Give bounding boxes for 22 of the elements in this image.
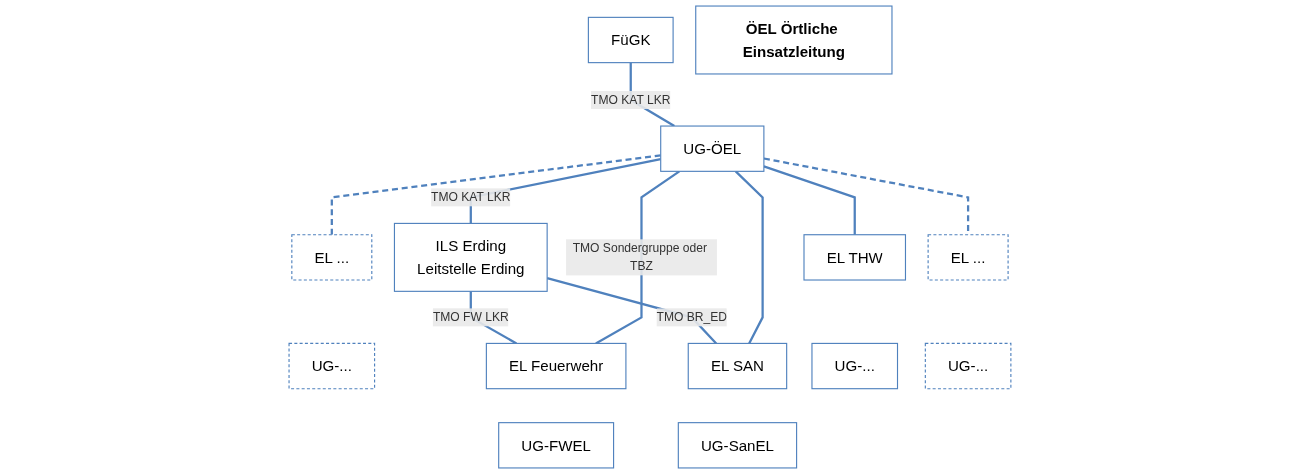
edge-label: TMO KAT LKR <box>591 93 671 107</box>
node-box: UG-ÖEL <box>660 125 765 172</box>
node-box: ÖEL Örtliche Einsatzleitung <box>695 5 893 75</box>
connector <box>763 157 970 235</box>
edge-label: TMO BR_ED <box>656 310 728 324</box>
edge-label: TMO Sondergruppe oder TBZ <box>572 241 707 273</box>
node-box: EL THW <box>803 234 907 281</box>
node-box: UG-FWEL <box>498 422 615 469</box>
node-box: FüGK <box>587 16 674 64</box>
node-box: UG-... <box>924 342 1012 390</box>
node-box: EL ... <box>927 234 1009 281</box>
edge-label: TMO FW LKR <box>432 310 509 324</box>
node-box: EL ... <box>291 234 373 281</box>
node-box: UG-... <box>288 342 376 390</box>
node-box: EL Feuerwehr <box>485 342 627 390</box>
node-box: UG-... <box>811 342 899 390</box>
node-box: UG-SanEL <box>677 422 798 469</box>
connector <box>734 170 764 344</box>
node-box: EL SAN <box>687 342 788 390</box>
connector <box>763 165 856 235</box>
node-box: ILS Erding Leitstelle Erding <box>393 222 548 292</box>
edge-label: TMO KAT LKR <box>431 190 511 204</box>
